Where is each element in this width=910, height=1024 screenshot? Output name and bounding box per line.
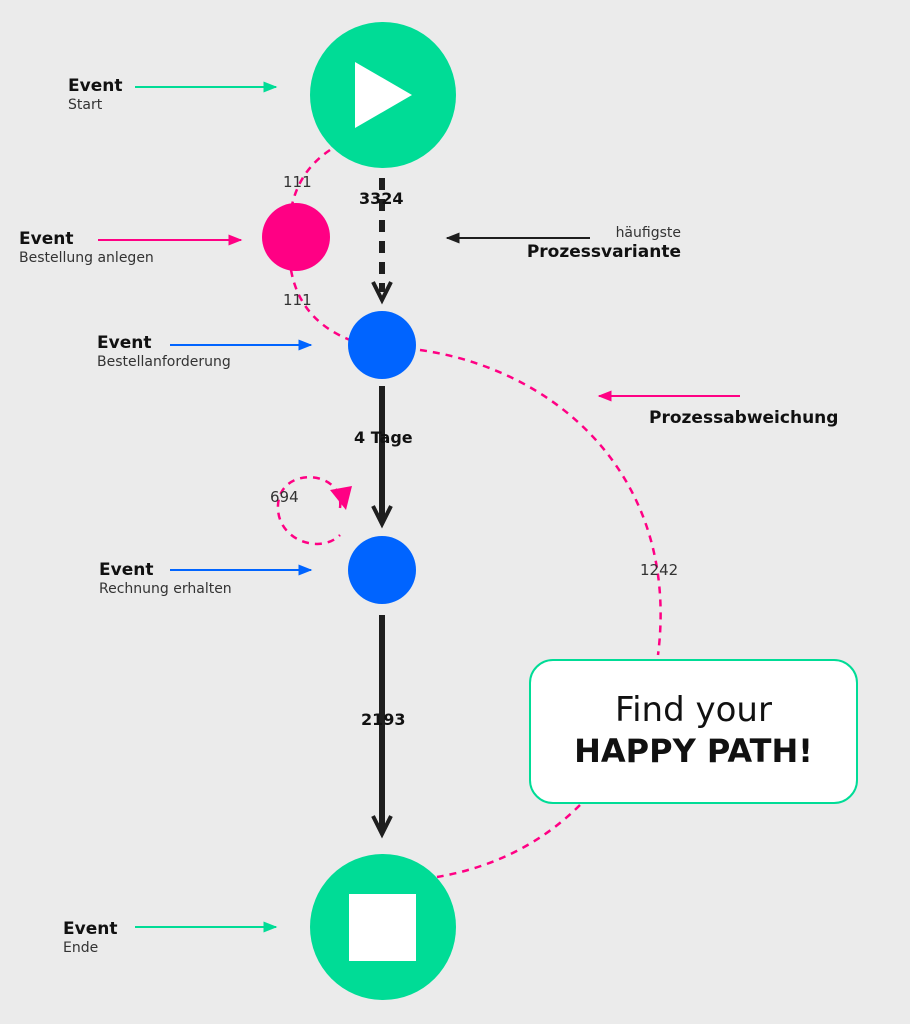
end-event-title: Event (63, 919, 118, 939)
deviation-annotation-text: Prozessabweichung (649, 408, 839, 428)
order-event-name: Bestellung anlegen (19, 250, 154, 266)
request-event-title: Event (97, 333, 152, 353)
stop-icon (349, 894, 416, 961)
order-node[interactable] (262, 203, 330, 271)
edge-order-to-request (289, 269, 351, 342)
deviation-annotation: Prozessabweichung (649, 408, 838, 428)
start-event-name: Start (68, 97, 103, 113)
self-loop-invoice (276, 476, 342, 546)
happy-path-callout: Find your HAPPY PATH! (529, 659, 858, 804)
edge-start-to-order (290, 148, 331, 206)
arrowhead-request (371, 281, 393, 305)
variant-annotation-top: häufigste (615, 225, 681, 241)
play-icon (355, 62, 412, 128)
edge-label-request-to-end: 1242 (640, 561, 679, 579)
end-event-name: Ende (63, 940, 99, 956)
start-event-title: Event (68, 76, 123, 96)
end-event-label: Event Ende (63, 919, 117, 957)
self-loop-arrowhead (330, 486, 352, 510)
order-event-label: Event Bestellung anlegen (19, 229, 154, 267)
request-event-name: Bestellanforderung (97, 354, 231, 370)
edge-label-order-to-request: 111 (283, 291, 312, 309)
callout-line1: Find your (615, 690, 772, 730)
arrowhead-end (371, 815, 393, 839)
edge-callout-to-end (436, 804, 581, 879)
order-event-title: Event (19, 229, 74, 249)
variant-annotation-bold: Prozessvariante (526, 242, 681, 262)
start-event-label: Event Start (68, 76, 122, 114)
invoice-event-title: Event (99, 560, 154, 580)
edge-request-to-end (419, 348, 662, 656)
callout-line2: HAPPY PATH! (574, 732, 813, 770)
edge-label-start-to-request: 3324 (359, 189, 404, 208)
invoice-event-name: Rechnung erhalten (99, 581, 232, 597)
variant-annotation: häufigste Prozessvariante (526, 224, 681, 262)
invoice-event-label: Event Rechnung erhalten (99, 560, 232, 598)
arrowhead-invoice (371, 505, 393, 529)
edge-label-request-to-invoice: 4 Tage (354, 428, 413, 447)
invoice-node[interactable] (348, 536, 416, 604)
edge-label-start-to-order: 111 (283, 173, 312, 191)
request-event-label: Event Bestellanforderung (97, 333, 231, 371)
edge-label-invoice-to-end: 2193 (361, 710, 406, 729)
request-node[interactable] (348, 311, 416, 379)
edge-label-invoice-loop: 694 (270, 488, 299, 506)
